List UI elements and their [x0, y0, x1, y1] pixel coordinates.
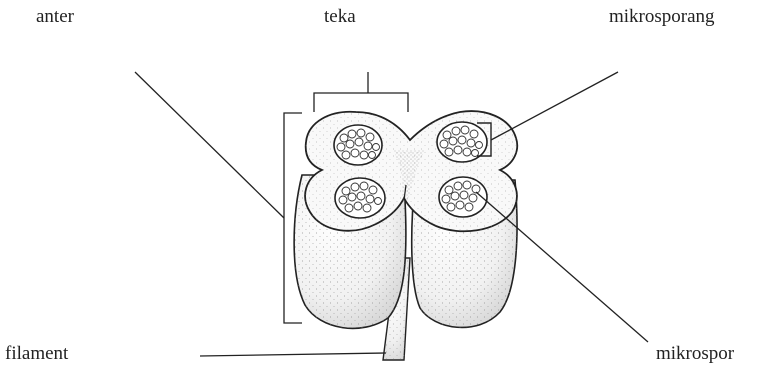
pollen-sac-upper-left — [334, 125, 382, 165]
label-teka: teka — [324, 6, 356, 28]
mikrosporang-leader — [491, 72, 618, 140]
label-filament: filament — [5, 343, 68, 365]
cross-section — [305, 111, 517, 231]
pollen-sac-lower-right — [439, 177, 487, 217]
label-mikrosporang: mikrosporang — [609, 6, 715, 28]
filament-leader — [200, 353, 386, 356]
anter-leader — [135, 72, 284, 218]
label-anter: anter — [36, 6, 74, 28]
teka-bracket — [314, 93, 408, 112]
label-mikrospor: mikrospor — [656, 343, 734, 365]
pollen-sac-lower-left — [335, 178, 385, 218]
